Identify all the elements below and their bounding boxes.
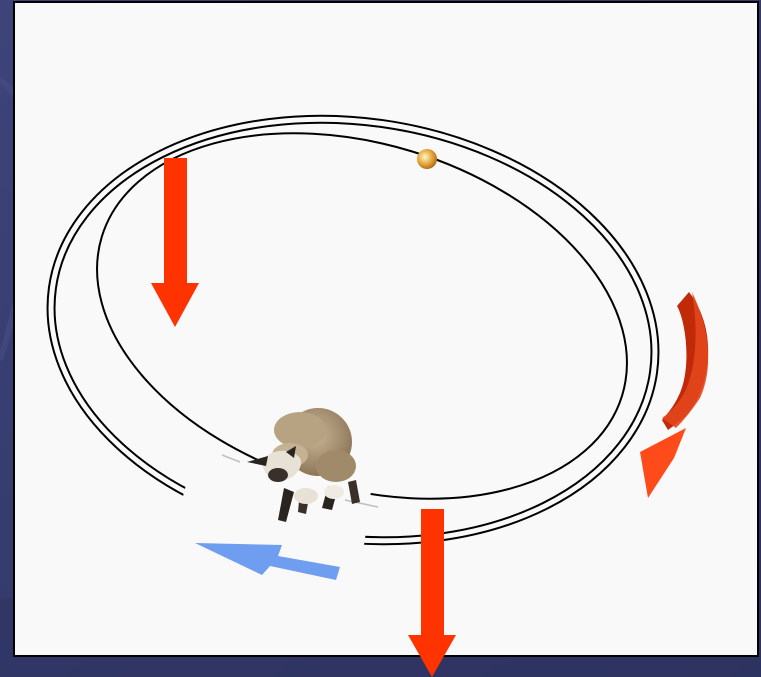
sun-icon <box>417 149 437 169</box>
diagram-panel <box>14 2 758 656</box>
